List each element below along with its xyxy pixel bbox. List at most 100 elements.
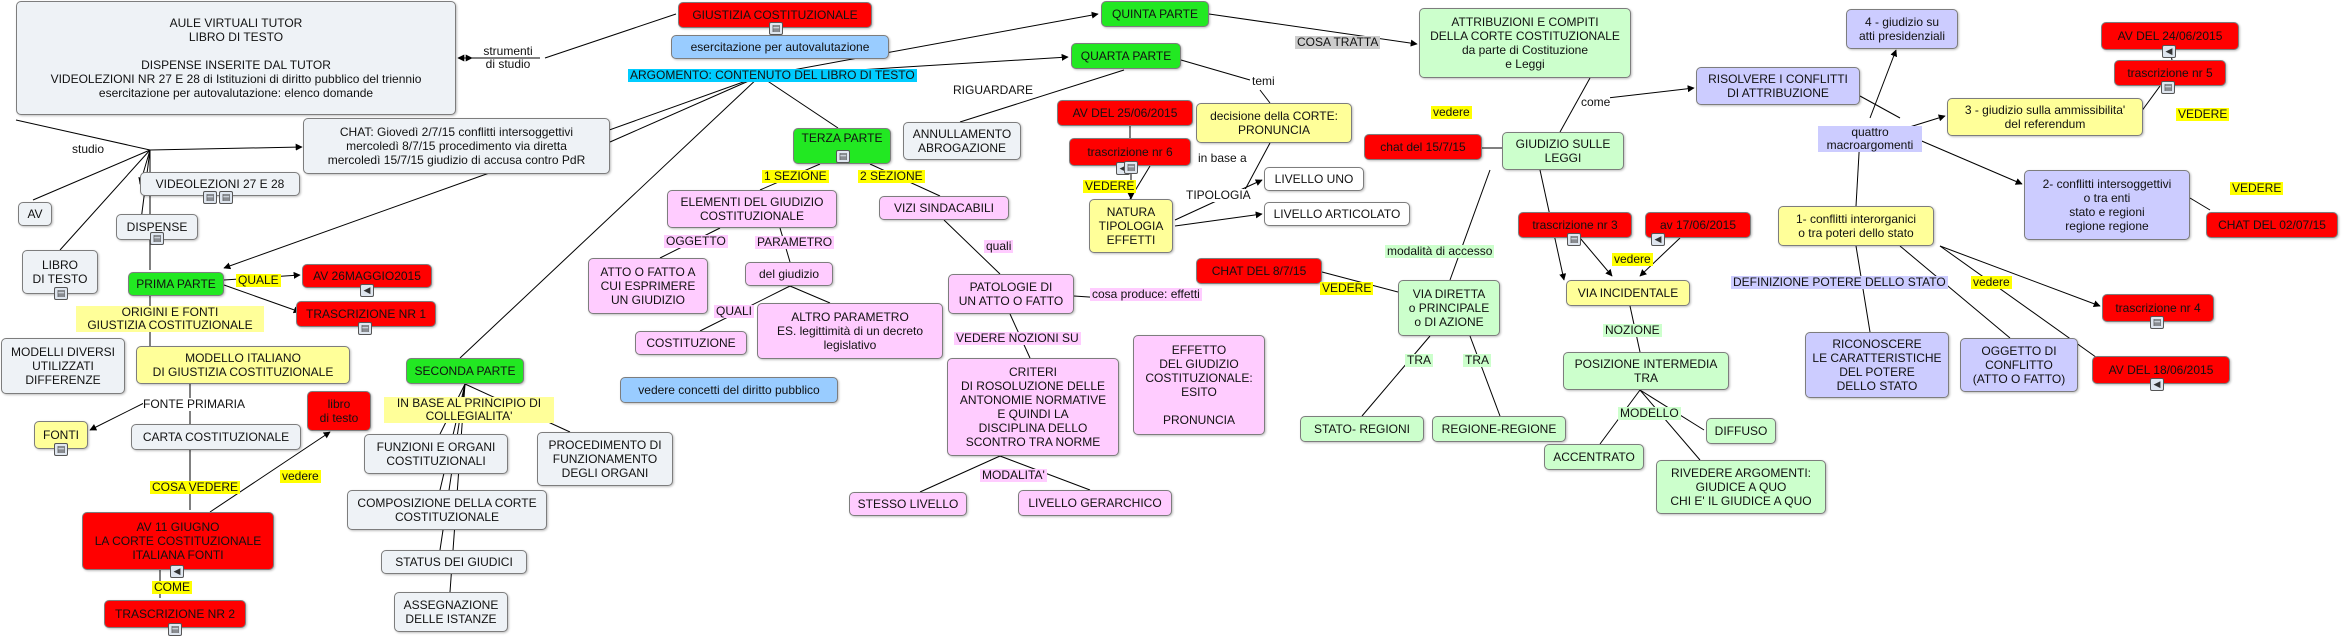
vedere7-label: VEDERE (2230, 181, 2284, 195)
document-icon[interactable]: ▤ (358, 322, 372, 335)
connector-line (223, 284, 301, 314)
connector-line (59, 149, 151, 251)
fonti-node[interactable]: FONTI (34, 421, 88, 449)
speaker-icon[interactable]: ◀ (2162, 45, 2176, 58)
rivedere-node[interactable]: RIVEDERE ARGOMENTI: GIUDICE A QUO CHI E'… (1656, 460, 1826, 514)
conflitti2-node[interactable]: 2- conflitti intersoggettivi o tra enti … (2024, 170, 2190, 240)
tra1-label: TRA (1405, 353, 1433, 367)
quarta-parte-node[interactable]: QUARTA PARTE (1071, 43, 1181, 69)
giudizio-leggi-node[interactable]: GIUDIZIO SULLE LEGGI (1502, 132, 1624, 170)
document-icon[interactable]: ▤ (219, 191, 233, 204)
livello-articolato-node[interactable]: LIVELLO ARTICOLATO (1264, 202, 1410, 226)
connector-line (1449, 169, 1491, 281)
risolvere-node[interactable]: RISOLVERE I CONFLITTI DI ATTRIBUZIONE (1696, 67, 1860, 105)
criteri-node[interactable]: CRITERI DI ROSOLUZIONE DELLE ANTONOMIE N… (947, 358, 1119, 456)
connector-line (1639, 389, 1701, 461)
connector-line (1939, 245, 2101, 308)
document-icon[interactable]: ▤ (168, 623, 182, 636)
trascrizione1-node[interactable]: TRASCRIZIONE NR 1 (296, 301, 436, 327)
document-icon[interactable]: ▤ (1567, 233, 1581, 246)
tipologia-label: TIPOLOGIA (1186, 188, 1251, 202)
chat-node[interactable]: CHAT: Giovedì 2/7/15 conflitti intersogg… (303, 118, 610, 174)
riconoscere-node[interactable]: RICONOSCERE LE CARATTERISTICHE DEL POTER… (1805, 332, 1949, 398)
livello-uno-node[interactable]: LIVELLO UNO (1264, 167, 1364, 191)
connector-line (759, 75, 839, 129)
vedere1-label: vedere (280, 469, 321, 483)
chat87-node[interactable]: CHAT DEL 8/7/15 (1196, 258, 1322, 284)
modalita-label: MODALITA' (980, 468, 1047, 482)
vedere5-label: vedere (1612, 252, 1653, 266)
libro-testo-node[interactable]: libro di testo (307, 391, 371, 431)
seconda-parte-node[interactable]: SECONDA PARTE (406, 358, 524, 384)
elementi-node[interactable]: ELEMENTI DEL GIUDIZIO COSTITUZIONALE (667, 190, 837, 228)
fonte-primaria-label: FONTE PRIMARIA (143, 397, 246, 411)
modelli-node[interactable]: MODELLI DIVERSI UTILIZZATI DIFFERENZE (1, 338, 125, 394)
speaker-icon[interactable]: ◀ (170, 565, 184, 578)
document-icon[interactable]: ▤ (150, 232, 164, 245)
via-diretta-node[interactable]: VIA DIRETTA o PRINCIPALE o DI AZIONE (1398, 280, 1500, 336)
altro-parametro-node[interactable]: ALTRO PARAMETRO ES. legittimità di un de… (757, 303, 943, 359)
annullamento-node[interactable]: ANNULLAMENTO ABROGAZIONE (903, 122, 1021, 160)
connector-line (1259, 89, 1271, 104)
document-icon[interactable]: ▤ (54, 287, 68, 300)
costituzione-node[interactable]: COSTITUZIONE (635, 331, 747, 355)
assegnazione-node[interactable]: ASSEGNAZIONE DELLE ISTANZE (394, 592, 508, 632)
vedere-concetti-node[interactable]: vedere concetti del diritto pubblico (620, 377, 838, 403)
connector-line (1174, 211, 1263, 227)
speaker-icon[interactable]: ◀ (2150, 378, 2164, 391)
conflitti1-node[interactable]: 1- conflitti interorganici o tra poteri … (1778, 206, 1934, 246)
document-icon[interactable]: ▤ (203, 191, 217, 204)
speaker-icon[interactable]: ◀ (1651, 233, 1665, 246)
vedere-nozioni-label: VEDERE NOZIONI SU (954, 331, 1081, 345)
livello-gerarchico-node[interactable]: LIVELLO GERARCHICO (1018, 490, 1172, 516)
document-icon[interactable]: ▤ (2150, 316, 2164, 329)
quinta-parte-node[interactable]: QUINTA PARTE (1101, 1, 1209, 27)
trascrizione4-node[interactable]: trascrizione nr 4 (2102, 294, 2214, 322)
prima-parte-node[interactable]: PRIMA PARTE (128, 272, 224, 296)
modello-italiano-node[interactable]: MODELLO ITALIANO DI GIUSTIZIA COSTITUZIO… (136, 346, 350, 384)
giudizio3-node[interactable]: 3 - giudizio sulla ammissibilita' del re… (1947, 98, 2143, 136)
speaker-icon[interactable]: ◀ (360, 284, 374, 297)
av25-node[interactable]: AV DEL 25/06/2015 (1057, 100, 1193, 126)
document-icon[interactable]: ▤ (2161, 81, 2175, 94)
posizione-node[interactable]: POSIZIONE INTERMEDIA TRA (1563, 352, 1729, 390)
diffuso-node[interactable]: DIFFUSO (1706, 418, 1776, 444)
patologie-node[interactable]: PATOLOGIE DI UN ATTO O FATTO (948, 274, 1074, 314)
vedere4-label: VEDERE (1320, 281, 1374, 295)
stato-regioni-node[interactable]: STATO- REGIONI (1300, 416, 1424, 442)
composizione-node[interactable]: COMPOSIZIONE DELLA CORTE COSTITUZIONALE (347, 490, 547, 530)
attribuzioni-node[interactable]: ATTRIBUZIONI E COMPITI DELLA CORTE COSTI… (1419, 8, 1631, 78)
av-node[interactable]: AV (18, 202, 52, 226)
del-giudizio-node[interactable]: del giudizio (745, 262, 833, 286)
giudizio4-node[interactable]: 4 - giudizio su atti presidenziali (1846, 9, 1958, 49)
cosa-produce-label: cosa produce: effetti (1090, 287, 1202, 301)
accentrato-node[interactable]: ACCENTRATO (1544, 444, 1644, 470)
stesso-livello-node[interactable]: STESSO LIVELLO (849, 492, 967, 516)
document-icon[interactable]: ▤ (769, 22, 783, 35)
oggetto-conflitto-node[interactable]: OGGETTO DI CONFLITTO (ATTO O FATTO) (1960, 338, 2078, 392)
document-icon[interactable]: ▤ (1124, 161, 1138, 174)
atto-fatto-node[interactable]: ATTO O FATTO A CUI ESPRIMERE UN GIUDIZIO (588, 258, 708, 314)
natura-node[interactable]: NATURA TIPOLOGIA EFFETTI (1089, 199, 1173, 253)
document-icon[interactable]: ▤ (836, 150, 850, 163)
procedimento-node[interactable]: PROCEDIMENTO DI FUNZIONAMENTO DEGLI ORGA… (537, 432, 673, 486)
carta-costituzionale-node[interactable]: CARTA COSTITUZIONALE (131, 424, 301, 450)
av11-node[interactable]: AV 11 GIUGNO LA CORTE COSTITUZIONALE ITA… (82, 512, 274, 570)
vedere3-label: vedere (1431, 105, 1472, 119)
connector-line (2140, 85, 2161, 113)
effetto-node[interactable]: EFFETTO DEL GIUDIZIO COSTITUZIONALE: ESI… (1133, 335, 1265, 435)
regione-regione-node[interactable]: REGIONE-REGIONE (1432, 416, 1566, 442)
trascrizione2-node[interactable]: TRASCRIZIONE NR 2 (104, 600, 246, 628)
aule-virtuali-node[interactable]: AULE VIRTUALI TUTOR LIBRO DI TESTO DISPE… (16, 1, 456, 115)
decisione-node[interactable]: decisione della CORTE: PRONUNCIA (1196, 103, 1352, 143)
vizi-sindacabili-node[interactable]: VIZI SINDACABILI (879, 196, 1009, 220)
esercitazione-node[interactable]: esercitazione per autovalutazione (671, 35, 889, 59)
chat27-node[interactable]: CHAT DEL 02/07/15 (2206, 212, 2338, 238)
via-incidentale-node[interactable]: VIA INCIDENTALE (1566, 280, 1690, 306)
funzioni-node[interactable]: FUNZIONI E ORGANI COSTITUZIONALI (364, 434, 508, 474)
connector-line (89, 399, 151, 431)
chat157-node[interactable]: chat del 15/7/15 (1364, 134, 1482, 160)
document-icon[interactable]: ▤ (54, 443, 68, 456)
cosa-tratta-label: COSA TRATTA (1295, 35, 1381, 49)
status-node[interactable]: STATUS DEI GIUDICI (381, 550, 527, 574)
